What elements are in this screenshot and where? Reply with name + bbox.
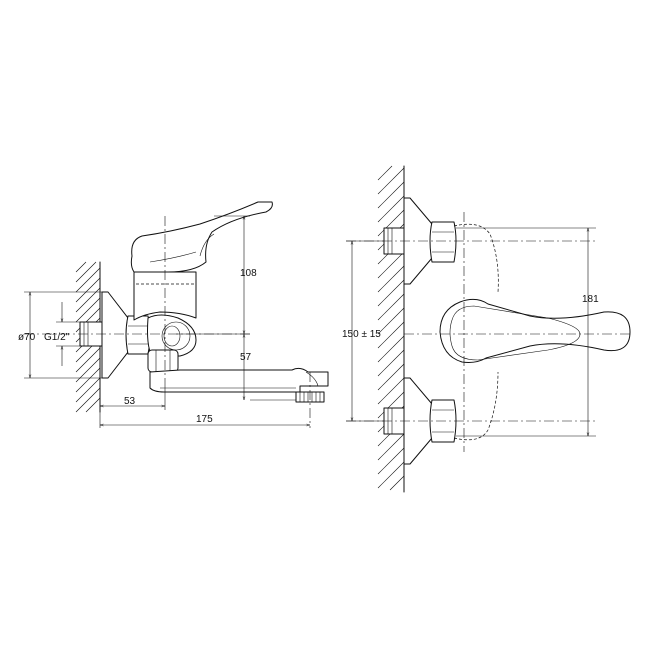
front-view: 150 ± 15 181 xyxy=(342,165,631,493)
dim-spout-height: 57 xyxy=(240,352,252,363)
side-mixer-body xyxy=(147,314,197,357)
dim-center-distance: 150 ± 15 xyxy=(342,329,381,340)
front-wall-hatch xyxy=(377,165,405,491)
side-spout xyxy=(149,367,329,393)
front-lever-grip xyxy=(449,305,581,361)
front-body-hidden-outline xyxy=(453,223,499,441)
side-flange xyxy=(101,291,129,379)
dim-lever-height: 108 xyxy=(240,268,257,279)
side-wall xyxy=(75,261,101,413)
side-wall-hatch xyxy=(75,261,101,413)
dim-wall-offset: 53 xyxy=(124,396,136,407)
dim-thread: G1/2" xyxy=(44,332,70,343)
side-view: ø70 G1/2" 108 57 53 175 xyxy=(18,201,329,428)
dim-projection: 181 xyxy=(582,294,599,305)
dim-flange-diameter: ø70 xyxy=(18,332,36,343)
side-nut xyxy=(125,315,151,355)
front-wall xyxy=(377,165,405,493)
side-lever-handle xyxy=(130,201,273,273)
side-diverter-knob xyxy=(147,349,179,373)
front-lever-handle xyxy=(439,298,631,363)
front-top-nut xyxy=(429,221,457,263)
dim-spout-reach: 175 xyxy=(196,414,213,425)
